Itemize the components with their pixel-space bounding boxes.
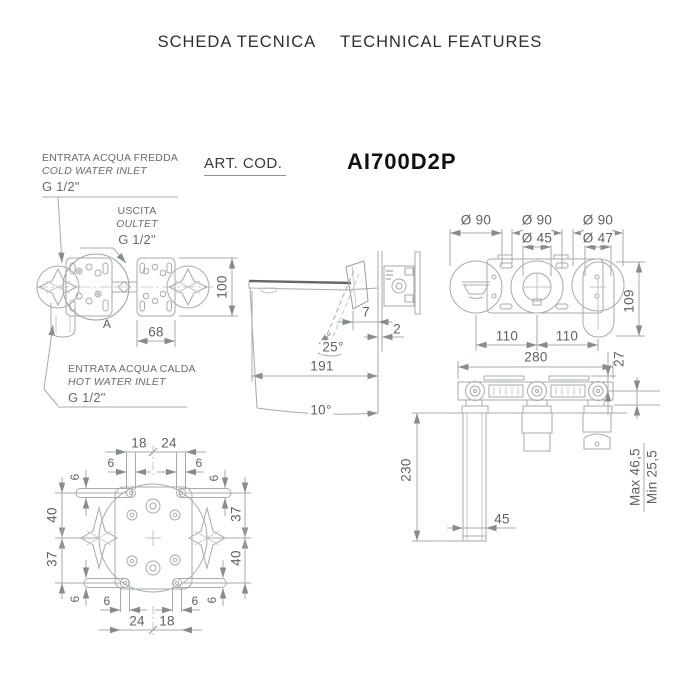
dim-depth-min: Min 25,5 <box>644 449 660 505</box>
dim-left-lower: 37 <box>44 551 60 567</box>
article-code-value: AI700D2P <box>347 149 457 174</box>
hot-water-label: ENTRATA ACQUA CALDA HOT WATER INLET G 1/… <box>68 363 196 406</box>
dim-spout-length: 230 <box>398 458 414 482</box>
dim-pin-width-bl: 6 <box>103 594 111 608</box>
dim-pin-height-bl: 6 <box>68 595 82 603</box>
outlet-thread: G 1/2" <box>118 232 156 248</box>
dim-center-distance-left: 110 <box>495 328 519 344</box>
dim-plate-width: 68 <box>148 324 164 340</box>
cold-water-thread: G 1/2" <box>42 179 80 195</box>
dim-pin-width-tl: 6 <box>107 456 115 470</box>
dim-lever-gap: 7 <box>362 304 370 320</box>
dim-pin-top-right-offset: 24 <box>161 435 177 451</box>
dim-spout-reach: 191 <box>310 358 334 374</box>
hot-water-thread: G 1/2" <box>68 390 106 406</box>
dim-spout-tilt: 10° <box>308 402 334 418</box>
dim-overall-width: 280 <box>524 349 548 365</box>
article-line: ART. COD. AI700D2P <box>0 76 700 176</box>
page-title: SCHEDA TECNICA TECHNICAL FEATURES <box>0 33 700 52</box>
dim-lever-angle: 25° <box>320 339 346 355</box>
dim-right-upper: 37 <box>228 506 244 522</box>
dim-diameter-mid: Ø 90 <box>521 212 553 228</box>
cold-water-label-en: COLD WATER INLET <box>42 164 147 177</box>
outlet-label-en: OULTET <box>116 217 158 230</box>
title-english: TECHNICAL FEATURES <box>340 33 543 51</box>
dim-pin-bottom-right-offset: 18 <box>159 613 175 629</box>
hot-water-label-it: ENTRATA ACQUA CALDA <box>68 363 196 375</box>
dim-center-distance-right: 110 <box>555 328 579 344</box>
outlet-label-it: USCITA <box>117 205 157 217</box>
hot-water-label-en: HOT WATER INLET <box>68 375 166 388</box>
dim-diameter-right-inner: Ø 47 <box>580 230 616 246</box>
dim-body-height: 100 <box>214 275 230 299</box>
cold-water-label-it: ENTRATA ACQUA FREDDA <box>42 152 179 164</box>
dim-handle-length: 109 <box>621 289 637 313</box>
title-italian: SCHEDA TECNICA <box>157 33 317 51</box>
dim-diameter-left: Ø 90 <box>460 212 492 228</box>
dim-diameter-mid-inner: Ø 45 <box>519 230 555 246</box>
dim-plate-thickness: 2 <box>393 321 401 337</box>
dim-pin-width-br: 6 <box>191 594 199 608</box>
dim-right-lower: 40 <box>228 550 244 566</box>
dim-pin-width-tr: 6 <box>195 456 203 470</box>
dim-pin-height-tr: 6 <box>207 474 221 482</box>
dim-body-depth: 27 <box>611 351 627 367</box>
dim-pin-height-tl: 6 <box>68 473 82 481</box>
article-code-label: ART. COD. <box>204 155 287 176</box>
cold-water-label: ENTRATA ACQUA FREDDA COLD WATER INLET G … <box>42 152 178 195</box>
dim-spout-width: 45 <box>494 511 510 527</box>
dim-diameter-right: Ø 90 <box>582 212 614 228</box>
dim-pin-height-br: 6 <box>205 596 219 604</box>
dim-depth-max: Max 46,5 <box>627 448 643 506</box>
dim-left-upper: 40 <box>44 507 60 523</box>
dim-pin-bottom-left-offset: 24 <box>129 613 145 629</box>
outlet-label: USCITA OULTET G 1/2" <box>116 205 158 248</box>
detail-marker-a: A <box>102 317 112 331</box>
dim-pin-top-left-offset: 18 <box>131 435 147 451</box>
